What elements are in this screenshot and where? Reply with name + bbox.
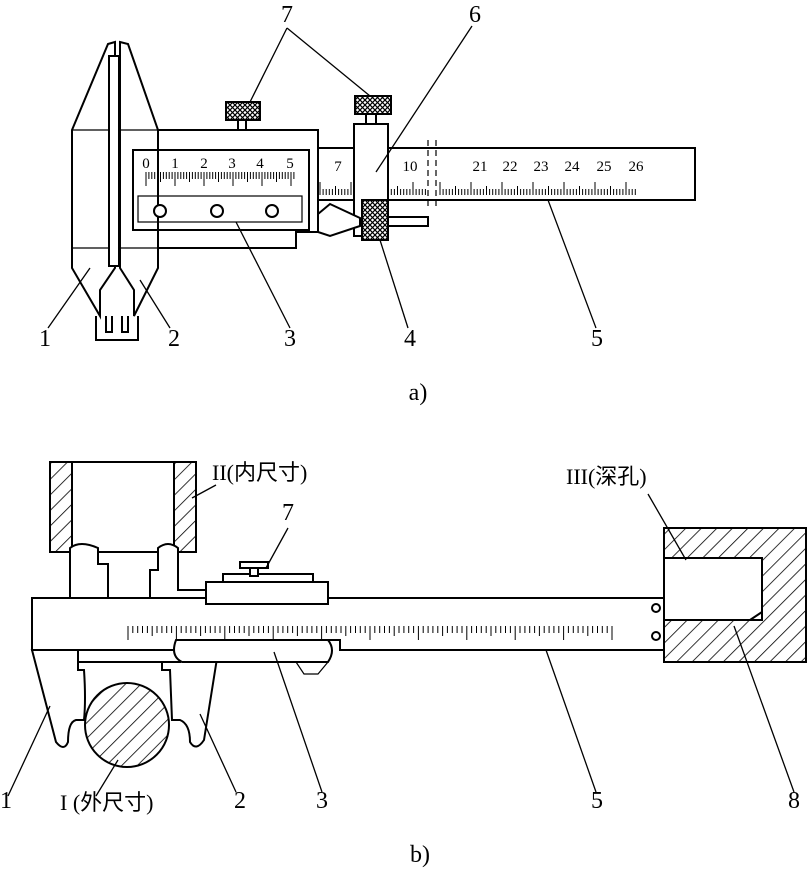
callout-1: 1 (0, 788, 12, 814)
main-label: 23 (534, 159, 549, 175)
slider-lower (173, 639, 333, 675)
callout-3: 3 (316, 788, 328, 814)
main-label: 10 (403, 159, 418, 175)
callout-4: 4 (404, 326, 416, 352)
caption-b: b) (410, 842, 430, 868)
vernier-label: 2 (200, 156, 208, 172)
callouts-b: 1 2 3 5 8 7 (0, 500, 800, 814)
vernier-scale-ticks (145, 172, 295, 186)
leader-lines-a (47, 25, 597, 329)
main-beam (318, 140, 696, 210)
main-label: 21 (473, 159, 488, 175)
vernier-scale-labels: 0 1 2 3 4 5 (142, 156, 294, 172)
caption-a: a) (409, 380, 428, 406)
label-inner-dimension: II(内尺寸) (212, 460, 307, 485)
vernier-label: 5 (286, 156, 294, 172)
fixed-jaw (71, 40, 116, 320)
locking-screw-left (225, 101, 261, 131)
round-workpiece (84, 682, 170, 768)
ruler-ticks-b (127, 626, 613, 640)
vernier-label: 0 (142, 156, 150, 172)
beam-b (31, 597, 665, 651)
movable-jaw (119, 40, 159, 317)
main-label: 22 (503, 159, 518, 175)
leader-lines-b (7, 484, 795, 797)
callout-6: 6 (469, 2, 481, 28)
vernier-label: 1 (171, 156, 179, 172)
callout-1: 1 (39, 326, 51, 352)
depth-bar (108, 55, 120, 267)
main-label: 7 (334, 159, 342, 175)
fine-adjust-nut (317, 199, 429, 241)
main-label: 25 (597, 159, 612, 175)
figure-a: 7 10 21 22 23 24 25 26 (39, 2, 696, 406)
main-label: 26 (629, 159, 645, 175)
slider-top (205, 561, 329, 605)
callouts-a: 1 2 3 4 5 6 7 (39, 2, 603, 352)
deep-hole-workpiece (651, 527, 807, 663)
callout-5: 5 (591, 788, 603, 814)
figure-b: 1 2 3 5 8 7 I (外尺寸) II(内尺寸) III(深孔) b) (0, 460, 807, 868)
slider-frame (132, 129, 319, 249)
vernier-label: 3 (228, 156, 236, 172)
inside-jaws (69, 543, 207, 601)
main-label: 24 (565, 159, 581, 175)
vernier-plate-screws (153, 204, 279, 218)
jaw-tips (95, 316, 139, 341)
callout-8: 8 (788, 788, 800, 814)
callout-7: 7 (282, 500, 294, 526)
callout-5: 5 (591, 326, 603, 352)
label-outer-dimension: I (外尺寸) (60, 790, 153, 815)
main-scale-labels: 7 10 21 22 23 24 25 26 (334, 159, 644, 175)
callout-3: 3 (284, 326, 296, 352)
callout-2: 2 (234, 788, 246, 814)
callout-2: 2 (168, 326, 180, 352)
callout-7: 7 (281, 2, 293, 28)
vernier-label: 4 (256, 156, 264, 172)
inner-workpiece (49, 461, 197, 553)
label-deep-hole: III(深孔) (566, 464, 647, 489)
measurement-labels: I (外尺寸) II(内尺寸) III(深孔) (60, 460, 647, 815)
